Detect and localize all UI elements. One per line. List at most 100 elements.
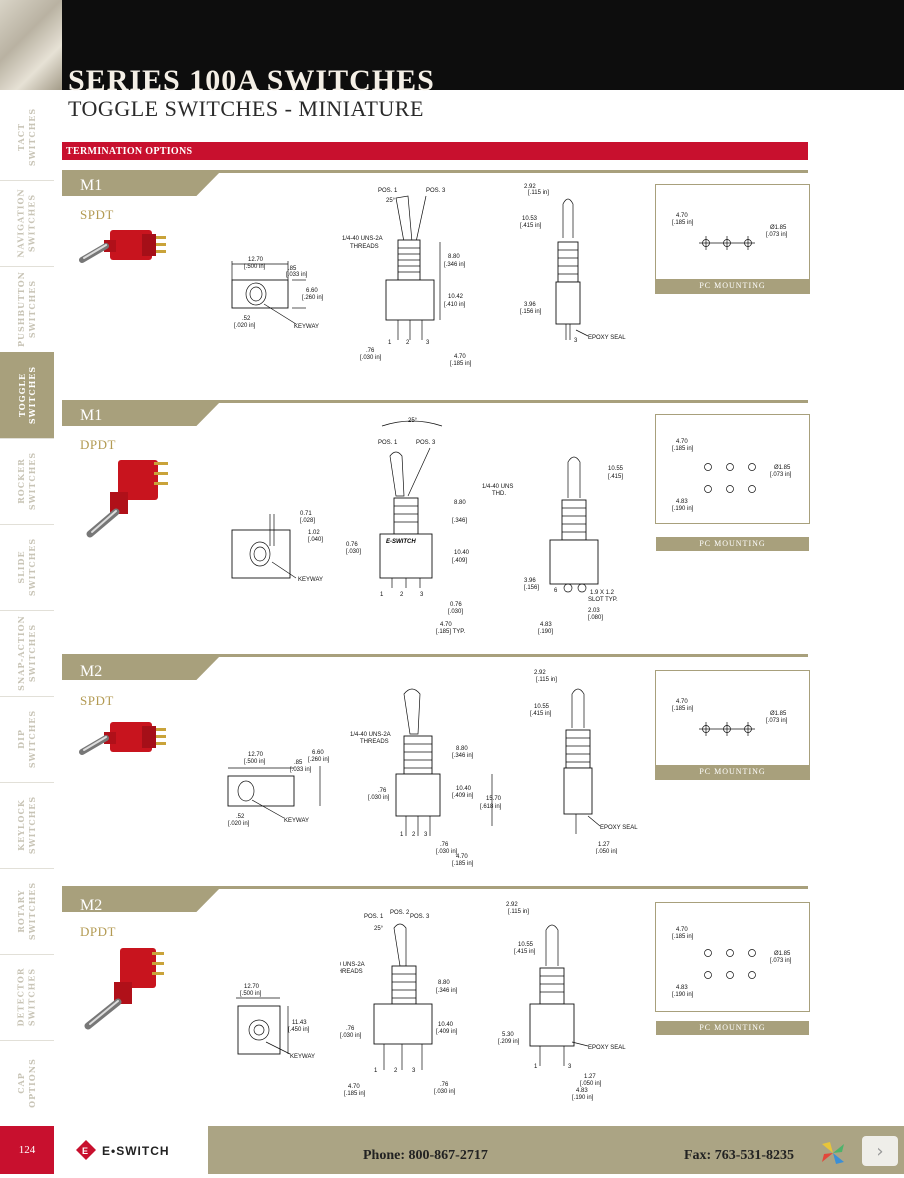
svg-text:1: 1 [534,1064,538,1070]
svg-text:[.115 in]: [.115 in] [508,909,529,915]
footer-contact-bar [208,1126,904,1174]
svg-text:[.415 in]: [.415 in] [520,223,542,229]
svg-text:THREADS: THREADS [360,739,389,745]
front-view-drawing-3: 1/4-40 UNS-2A THREADS 8.80 [.346 in] 10.… [350,688,502,867]
svg-text:EPOXY SEAL: EPOXY SEAL [588,1045,626,1051]
svg-text:4.83: 4.83 [540,622,552,628]
page-number-block: 124 [0,1126,54,1174]
svg-text:[.115 in]: [.115 in] [528,190,549,196]
next-page-button[interactable]: › [862,1136,898,1166]
svg-text:[.190]: [.190] [538,629,553,635]
section-code: M1 [80,407,103,424]
section-divider [62,400,808,403]
front-view-drawing-1: POS. 1 POS. 3 25° 1/4-40 UNS-2A THREADS … [342,188,472,367]
svg-text:[.156 in]: [.156 in] [520,309,542,315]
svg-text:3.96: 3.96 [524,578,536,584]
svg-text:Ø1.85: Ø1.85 [774,465,791,471]
svg-text:E•SWITCH: E•SWITCH [102,1144,170,1158]
svg-text:[.050 in]: [.050 in] [596,849,618,854]
svg-text:[.185 in]: [.185 in] [672,220,694,226]
svg-text:8.80: 8.80 [454,500,466,506]
svg-text:[.346 in]: [.346 in] [436,988,458,994]
section-type: DPDT [80,924,116,939]
fax-number: Fax: 763-531-8235 [684,1148,795,1163]
svg-text:[.073 in]: [.073 in] [766,718,788,724]
svg-text:[.030 in]: [.030 in] [340,1033,362,1039]
header-banner [62,0,904,90]
svg-text:[.185 in]: [.185 in] [452,861,474,867]
svg-text:10.42: 10.42 [448,294,464,300]
svg-text:4.70: 4.70 [676,927,688,933]
svg-text:5.30: 5.30 [502,1032,514,1038]
svg-text:[.185 in]: [.185 in] [672,446,694,452]
svg-text:3: 3 [420,592,424,598]
svg-text:[.030 in]: [.030 in] [360,355,382,361]
pc-mounting-box-1: 4.70 [.185 in] Ø1.85 [.073 in] PC MOUNTI… [655,184,810,294]
svg-text:[.185] TYP.: [.185] TYP. [436,629,465,635]
svg-text:[.346]: [.346] [452,518,467,524]
svg-text:10.53: 10.53 [522,216,538,222]
keyway-drawing-1: 12.70 [.500 in] .85 [.033 in] 6.60 [.260… [231,257,324,330]
svg-text:3: 3 [568,1064,572,1070]
svg-text:[.040]: [.040] [308,537,323,543]
svg-text:[.346 in]: [.346 in] [444,262,466,268]
svg-text:[.073 in]: [.073 in] [770,958,792,964]
section-type: SPDT [80,693,114,708]
svg-text:.52: .52 [242,316,251,322]
svg-text:2.92: 2.92 [534,670,546,676]
svg-text:4.70: 4.70 [676,213,688,219]
pc-mounting-box-2: 4.70 [.185 in] Ø1.85 [.073 in] 4.83 [.19… [655,414,810,551]
svg-text:1/4-40 UNS: 1/4-40 UNS [482,484,513,490]
svg-text:[.030 in]: [.030 in] [368,795,390,801]
svg-text:POS. 3: POS. 3 [426,188,446,194]
svg-text:2: 2 [406,340,410,346]
svg-text:4.70: 4.70 [348,1084,360,1090]
section-tab [62,400,222,426]
svg-text:1.27: 1.27 [598,842,610,848]
svg-text:KEYWAY: KEYWAY [284,818,309,824]
svg-text:2.92: 2.92 [506,902,518,908]
svg-text:2.92: 2.92 [524,184,536,190]
svg-text:[.080]: [.080] [588,615,603,621]
svg-text:[.156]: [.156] [524,585,539,591]
svg-text:.85: .85 [294,760,303,766]
section-divider [62,654,808,657]
pc-mounting-box-3: 4.70 [.185 in] Ø1.85 [.073 in] PC MOUNTI… [655,670,810,780]
svg-text:[.190 in]: [.190 in] [572,1095,594,1101]
keyway-drawing-4: 12.70 [.500 in] 11.43 [.450 in] KEYWAY [236,984,315,1060]
product-photo-m2-spdt [70,716,190,766]
svg-text:4.83: 4.83 [676,985,688,991]
page-number: 124 [18,1144,36,1156]
svg-text:3: 3 [412,1068,416,1074]
svg-text:.76: .76 [346,1026,355,1032]
svg-text:KEYWAY: KEYWAY [294,324,319,330]
svg-text:POS. 1: POS. 1 [378,440,398,446]
side-view-drawing-2: 1/4-40 UNS THD. 10.55 [.415] 3.96 [.156]… [482,456,624,635]
svg-text:[.618 in]: [.618 in] [480,804,502,810]
chevron-right-icon: › [876,1140,884,1162]
svg-text:[.260 in]: [.260 in] [308,757,330,763]
svg-text:2.03: 2.03 [588,608,600,614]
termination-options-label: TERMINATION OPTIONS [66,146,193,157]
section-code: M2 [80,897,103,914]
svg-text:2: 2 [394,1068,398,1074]
svg-text:[.185 in]: [.185 in] [450,361,472,367]
svg-text:0.76: 0.76 [346,542,358,548]
svg-text:1/4-40 UNS-2A: 1/4-40 UNS-2A [342,236,383,242]
svg-text:1.02: 1.02 [308,530,320,536]
svg-text:15.70: 15.70 [486,796,502,802]
svg-text:POS. 2: POS. 2 [390,910,410,916]
pinwheel-app-icon[interactable] [816,1138,850,1168]
